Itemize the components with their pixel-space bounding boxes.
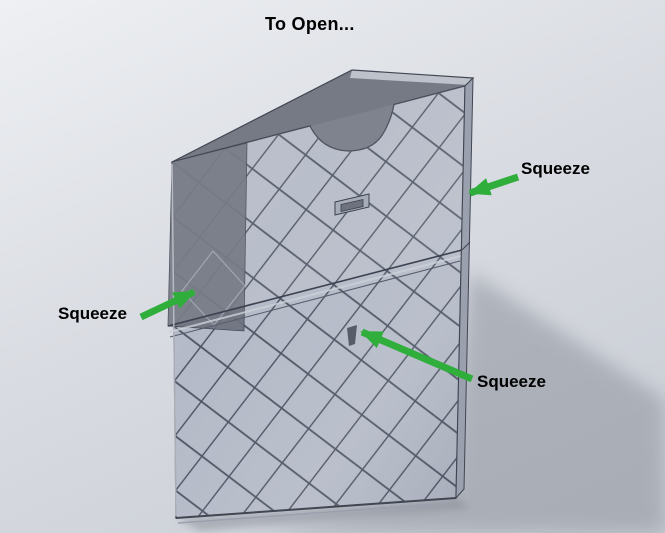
squeeze-arrow-bottom (360, 328, 474, 383)
case-left-edge-highlight (171, 163, 177, 517)
squeeze-arrow-left (139, 288, 196, 321)
case-front-face (171, 85, 466, 519)
squeeze-label-left: Squeeze (58, 304, 127, 323)
squeeze-arrow-right (468, 173, 520, 197)
squeeze-arrows (139, 173, 520, 383)
squeeze-label-bottom: Squeeze (477, 372, 546, 391)
lid-left-shaded-panel (167, 142, 248, 332)
lid-latch (334, 193, 370, 216)
squeeze-label-right: Squeeze (521, 159, 590, 178)
squeeze-dimple (347, 325, 357, 346)
lid-gloss (168, 86, 465, 326)
case-3d-model (167, 69, 475, 524)
page-title: To Open... (265, 14, 355, 34)
case-bottom-edge (175, 497, 457, 524)
lid-base-seam (167, 249, 463, 338)
